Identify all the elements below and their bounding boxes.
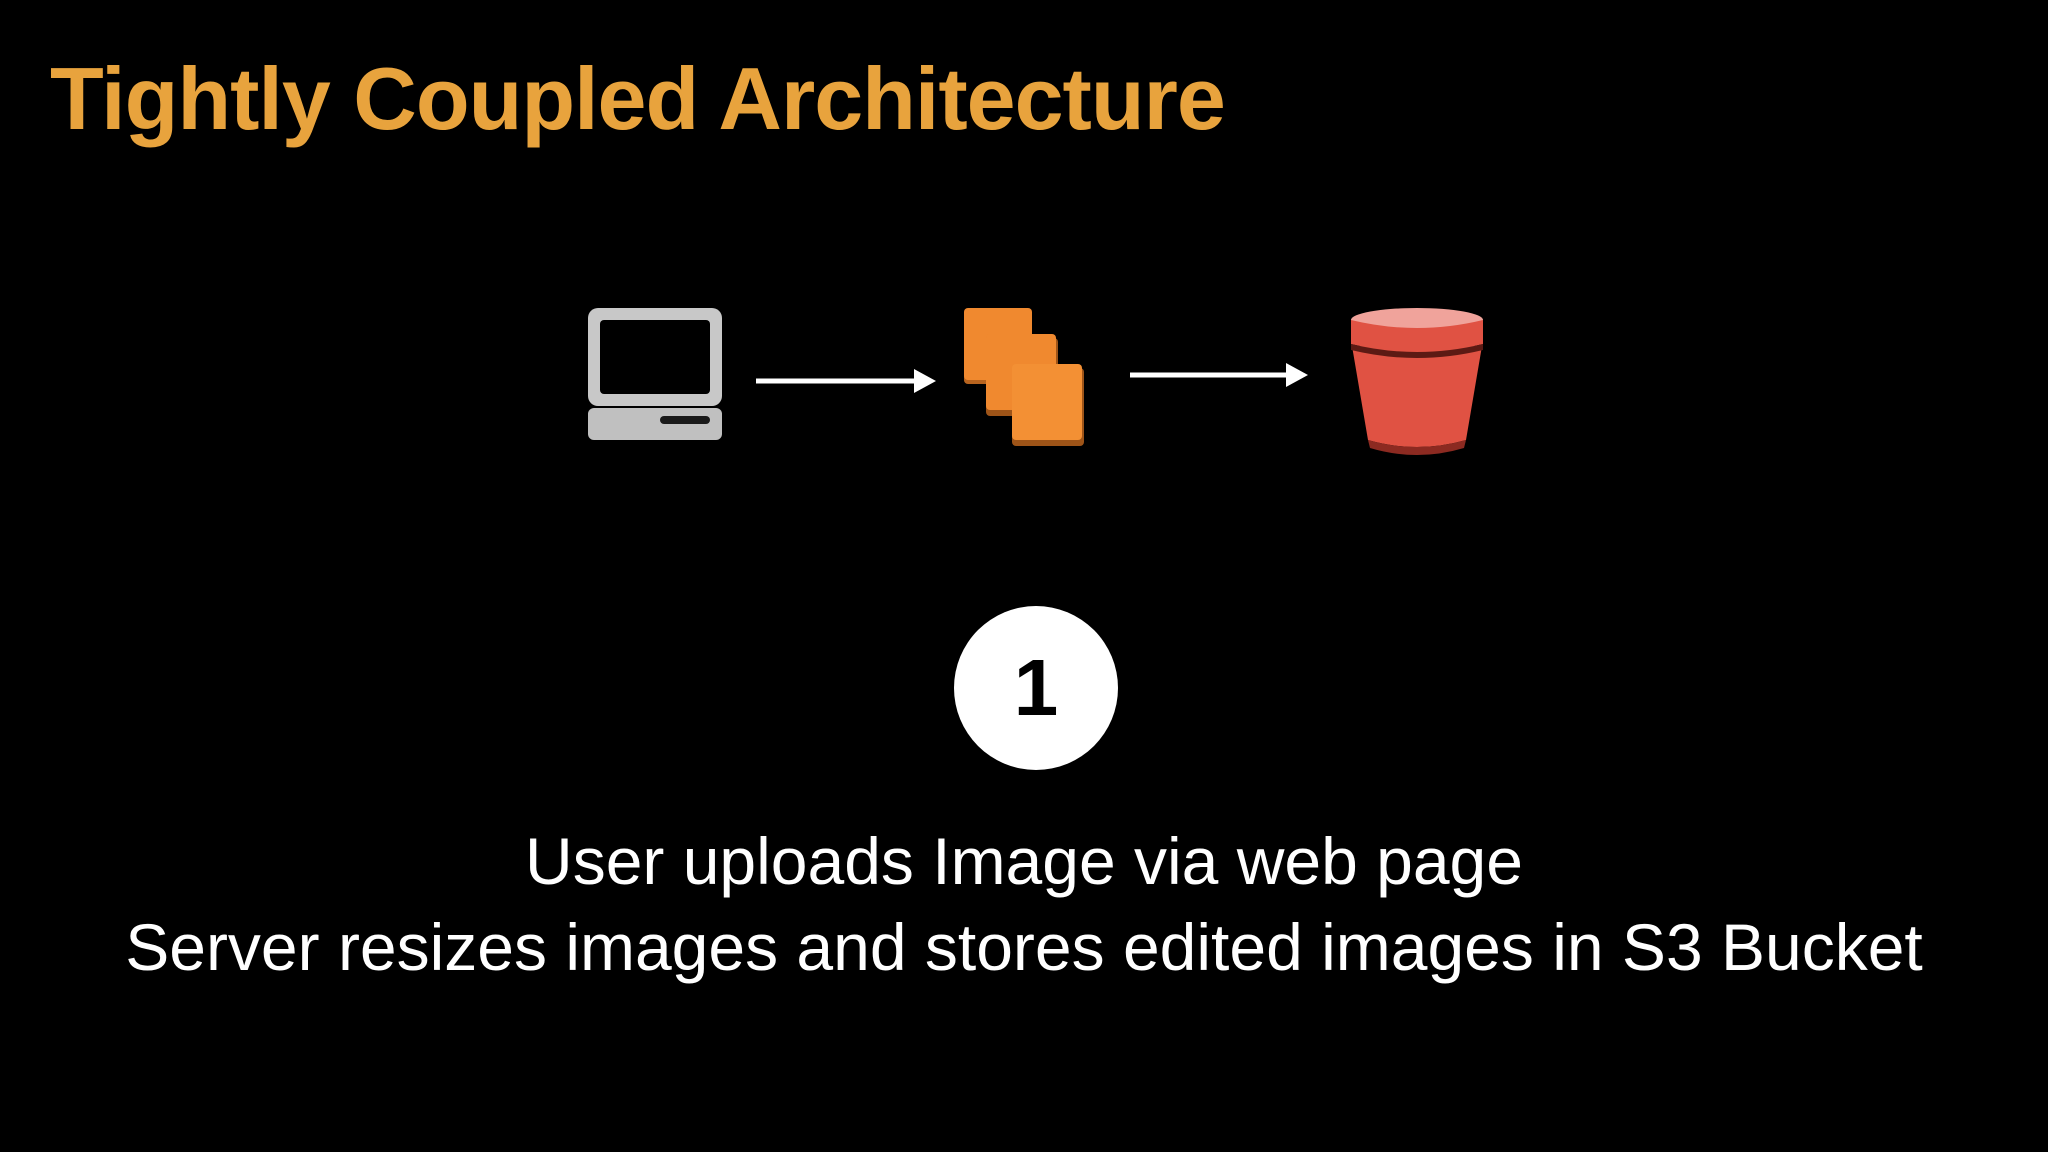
computer-icon: [588, 308, 722, 440]
step-number: 1: [1013, 643, 1059, 732]
caption-line-2: Server resizes images and stores edited …: [125, 910, 1923, 984]
s3-bucket-icon: [1351, 308, 1483, 455]
diagram-canvas: [588, 308, 1483, 455]
architecture-diagram: [0, 280, 2048, 480]
slide-caption: User uploads Image via web page Server r…: [0, 818, 2048, 990]
arrow-client-to-servers: [756, 369, 936, 393]
caption-line-1: User uploads Image via web page: [525, 824, 1523, 898]
arrow-servers-to-storage: [1130, 363, 1308, 387]
step-number-badge: 1: [954, 606, 1118, 770]
slide-title: Tightly Coupled Architecture: [50, 49, 1226, 148]
server-instances-icon: [964, 308, 1084, 446]
